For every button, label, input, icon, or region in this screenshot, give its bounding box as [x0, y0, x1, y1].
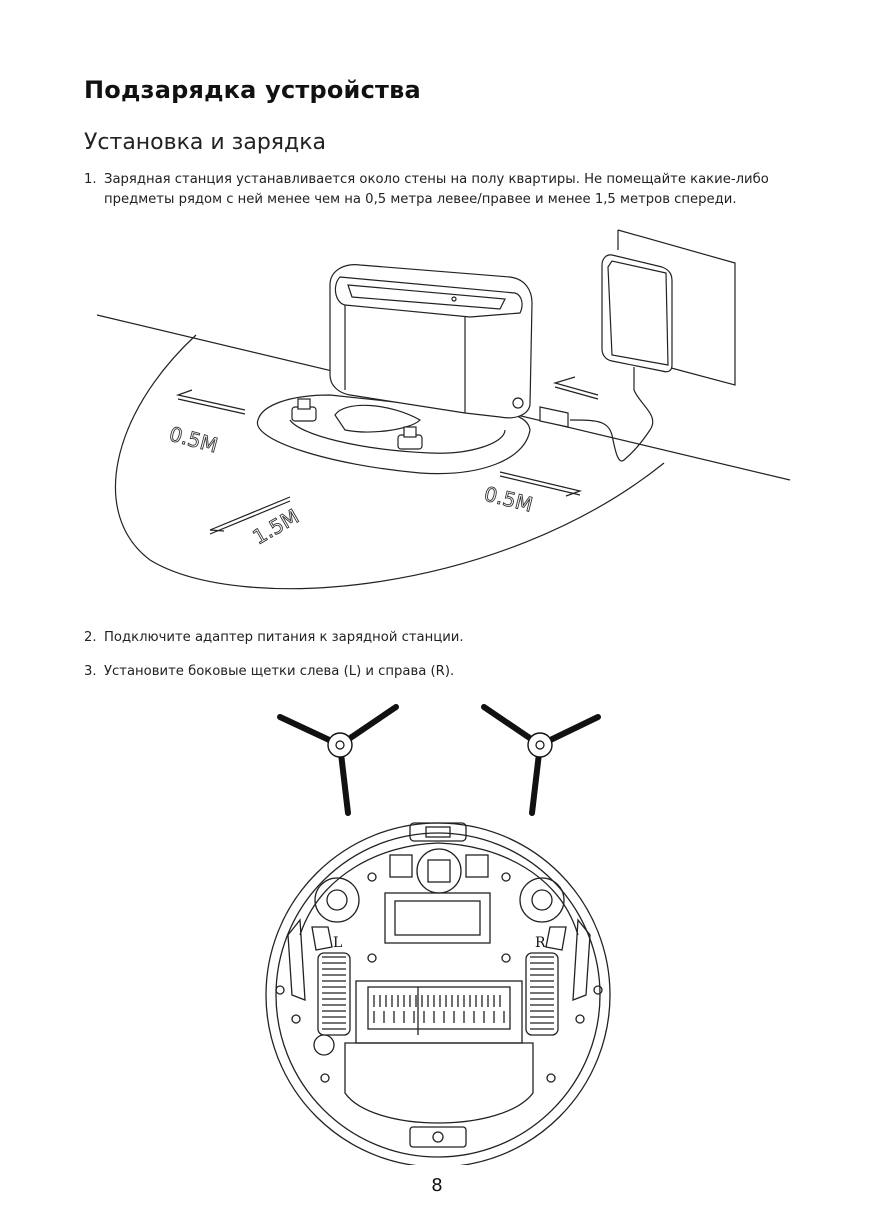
robot-underside-illustration: L R — [265, 704, 611, 1165]
right-side-brush — [481, 704, 601, 816]
clearance-right-label: 0.5M — [482, 482, 535, 517]
section-title: Установка и зарядка — [84, 130, 327, 155]
step-1-line-2: предметы рядом с ней менее чем на 0,5 ме… — [104, 192, 737, 207]
step-2-text: Подключите адаптер питания к зарядной ст… — [104, 630, 464, 645]
step-1-line-1: Зарядная станция устанавливается около с… — [104, 172, 769, 187]
page-number: 8 — [431, 1175, 443, 1196]
step-3-text: Установите боковые щетки слева (L) и спр… — [104, 664, 455, 679]
right-brush-mount-label: R — [535, 935, 546, 951]
step-2-number: 2. — [84, 630, 97, 645]
step-2: 2. Подключите адаптер питания к зарядной … — [84, 628, 464, 648]
clearance-left-label: 0.5M — [167, 422, 221, 458]
charging-station-illustration: 0.5M 1.5M 0.5M — [96, 229, 791, 590]
step-3: 3. Установите боковые щетки слева (L) и с… — [84, 662, 454, 682]
step-3-number: 3. — [84, 664, 97, 679]
step-1-number: 1. — [84, 172, 97, 187]
page-title: Подзарядка устройства — [84, 76, 421, 104]
left-brush-mount-label: L — [333, 935, 342, 951]
step-1: 1. Зарядная станция устанавливается около… — [84, 170, 769, 210]
left-side-brush — [277, 704, 399, 816]
